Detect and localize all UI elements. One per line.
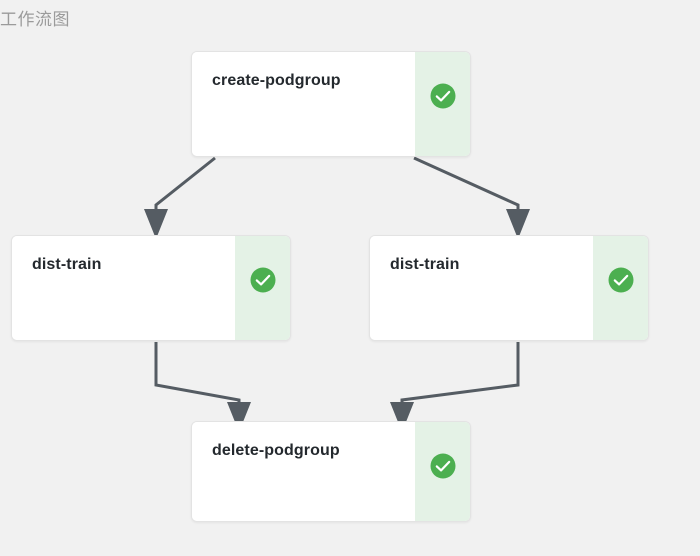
node-label: dist-train	[32, 256, 102, 273]
check-circle-icon	[430, 453, 455, 479]
check-circle-icon	[608, 267, 633, 293]
edge-dist-train-2-to-delete-podgroup	[390, 342, 520, 432]
node-status-panel	[593, 236, 648, 340]
node-body: create-podgroup	[192, 52, 415, 156]
check-circle-icon	[250, 267, 275, 293]
node-body: dist-train	[12, 236, 235, 340]
page-title: 工作流图	[0, 10, 70, 29]
node-status-panel	[415, 422, 470, 521]
workflow-node-delete-podgroup[interactable]: delete-podgroup	[191, 421, 471, 522]
edge-dist-train-1-to-delete-podgroup	[154, 342, 251, 432]
node-body: delete-podgroup	[192, 422, 415, 521]
node-label: delete-podgroup	[212, 442, 340, 459]
check-circle-icon	[430, 83, 455, 109]
node-status-panel	[235, 236, 290, 340]
workflow-node-dist-train-2[interactable]: dist-train	[369, 235, 649, 341]
edge-create-podgroup-to-dist-train-2	[413, 156, 530, 239]
workflow-node-dist-train-1[interactable]: dist-train	[11, 235, 291, 341]
node-status-panel	[415, 52, 470, 156]
workflow-node-create-podgroup[interactable]: create-podgroup	[191, 51, 471, 157]
node-body: dist-train	[370, 236, 593, 340]
node-label: dist-train	[390, 256, 460, 273]
edge-create-podgroup-to-dist-train-1	[144, 156, 216, 239]
node-label: create-podgroup	[212, 72, 341, 89]
